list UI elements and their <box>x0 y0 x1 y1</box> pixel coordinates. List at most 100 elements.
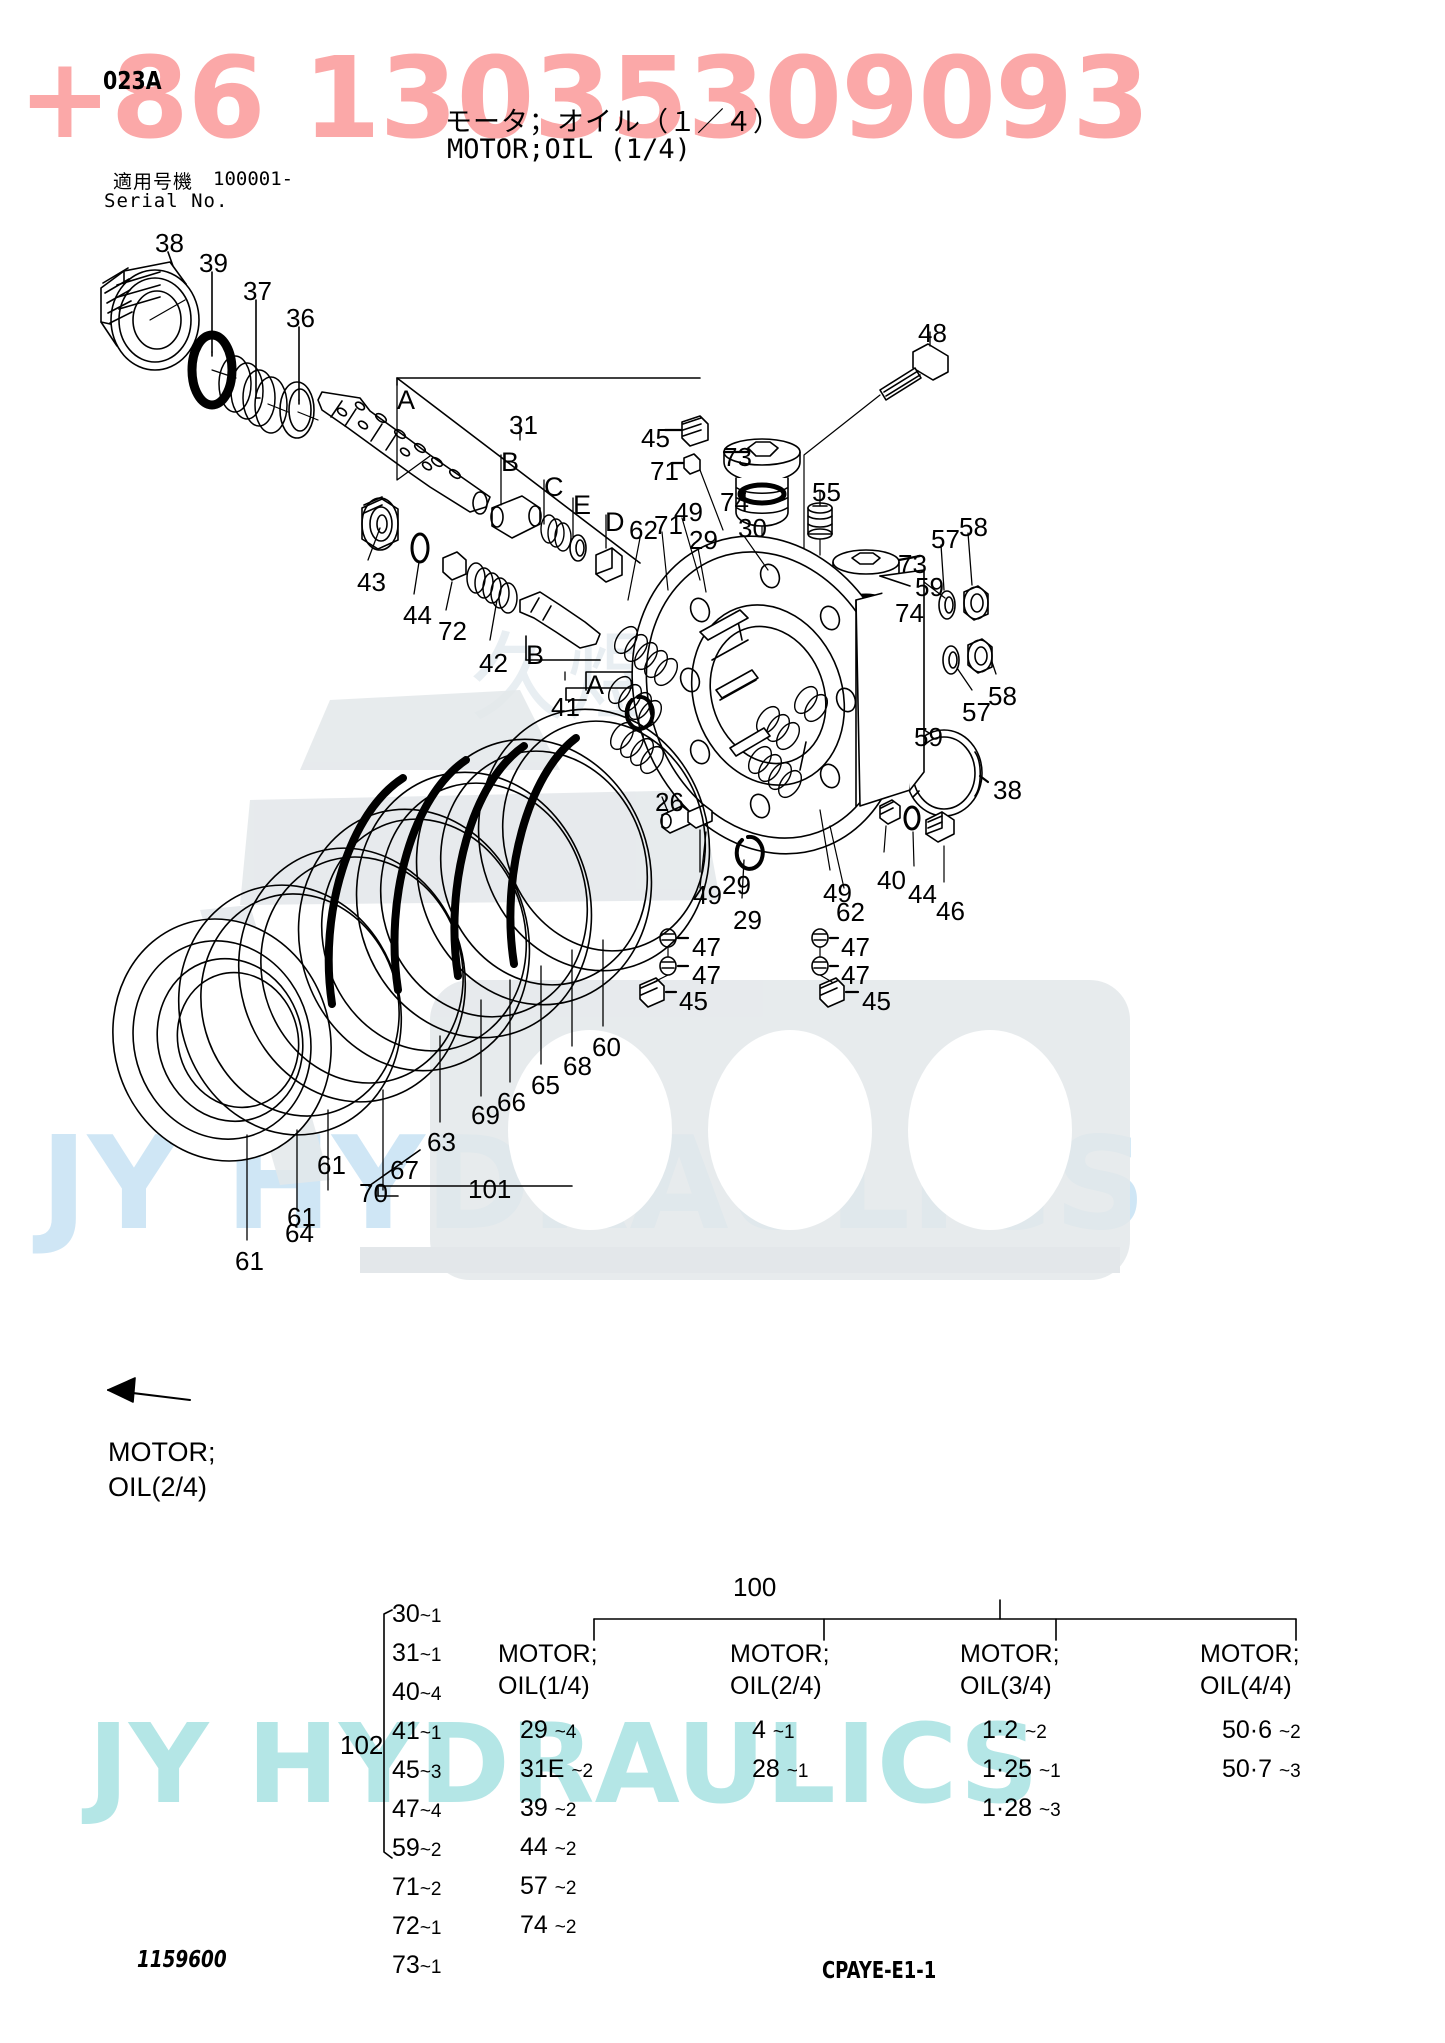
letter-callout-a: A <box>397 385 416 415</box>
kit-part-number: 74 <box>520 1911 548 1939</box>
part-callout-29: 29 <box>689 525 718 555</box>
part-callout-61: 61 <box>317 1150 346 1180</box>
kit-part-qty: ~4 <box>554 1722 577 1743</box>
part-callout-47: 47 <box>841 960 870 990</box>
part-callout-37: 37 <box>243 276 272 306</box>
kit-part-number: 30 <box>392 1600 420 1628</box>
kit-part-number: 1·2 <box>982 1716 1019 1744</box>
part-callout-63: 63 <box>427 1127 456 1157</box>
subassembly-ref-line1: MOTOR; <box>108 1437 216 1467</box>
part-callout-26: 26 <box>655 787 684 817</box>
kit-part-qty: ~2 <box>554 1878 577 1899</box>
kit-part-number: 39 <box>520 1794 548 1822</box>
part-callout-68: 68 <box>563 1051 592 1081</box>
part-callout-44: 44 <box>403 600 432 630</box>
kit-left-row: 45~3 <box>392 1752 441 1791</box>
page-title-japanese: モータ；オイル（１／４） <box>445 107 781 138</box>
letter-callout-b: B <box>526 640 545 670</box>
part-callout-47: 47 <box>841 932 870 962</box>
kit-part-number: 59 <box>392 1834 420 1862</box>
part-callout-61: 61 <box>235 1246 264 1276</box>
kit-part-number: 57 <box>520 1872 548 1900</box>
kit-part-qty: ~1 <box>419 1606 442 1627</box>
part-callout-55: 55 <box>812 477 841 507</box>
part-callout-65: 65 <box>531 1070 560 1100</box>
kit-group-row: 29 ~4 <box>498 1712 598 1751</box>
kit-left-group-label: 102 <box>340 1730 384 1760</box>
kit-part-number: 50·7 <box>1222 1755 1273 1783</box>
part-callout-70: 70 <box>359 1178 388 1208</box>
serial-label-english: Serial No. <box>104 190 229 212</box>
kit-part-number: 45 <box>392 1756 420 1784</box>
part-callout-58: 58 <box>988 681 1017 711</box>
kit-part-number: 41 <box>392 1717 420 1745</box>
kit-left-row: 71~2 <box>392 1869 441 1908</box>
part-callout-69: 69 <box>471 1100 500 1130</box>
part-callout-38: 38 <box>155 228 184 258</box>
part-callout-43: 43 <box>357 567 386 597</box>
part-callout-45: 45 <box>679 986 708 1016</box>
part-callout-57: 57 <box>931 524 960 554</box>
kit-part-qty: ~1 <box>772 1722 795 1743</box>
kit-part-number: 73 <box>392 1951 420 1979</box>
part-callout-59: 59 <box>915 572 944 602</box>
letter-callout-b: B <box>501 447 520 477</box>
part-callout-58: 58 <box>959 512 988 542</box>
kit-group-row: 28 ~1 <box>730 1751 830 1790</box>
kit-left-row: 72~1 <box>392 1908 441 1947</box>
kit-part-qty: ~1 <box>419 1918 442 1939</box>
part-callout-60: 60 <box>592 1032 621 1062</box>
kit-part-number: 40 <box>392 1678 420 1706</box>
part-callout-74: 74 <box>720 487 749 517</box>
kit-group-row: 74 ~2 <box>498 1907 598 1946</box>
part-callout-73: 73 <box>898 549 927 579</box>
serial-label-japanese: 適用号機 <box>113 171 194 193</box>
kit-part-number: 50·6 <box>1222 1716 1273 1744</box>
part-callout-39: 39 <box>199 248 228 278</box>
kit-part-qty: ~4 <box>419 1684 442 1705</box>
kit-group-heading-line2: OIL(1/4) <box>498 1672 590 1700</box>
part-callout-45: 45 <box>862 986 891 1016</box>
kit-part-number: 28 <box>752 1755 780 1783</box>
kit-group-row: 39 ~2 <box>498 1790 598 1829</box>
part-callout-40: 40 <box>877 865 906 895</box>
kit-group-heading: MOTOR;OIL(2/4) <box>730 1638 830 1702</box>
kit-part-qty: ~2 <box>554 1800 577 1821</box>
part-callout-49: 49 <box>674 497 703 527</box>
document-number: 1159600 <box>137 1947 227 1973</box>
part-callout-48: 48 <box>918 318 947 348</box>
part-callout-41: 41 <box>551 692 580 722</box>
kit-part-qty: ~2 <box>554 1917 577 1938</box>
subassembly-ref-line2: OIL(2/4) <box>108 1472 208 1502</box>
sheet-code: CPAYE-E1-1 <box>822 1958 937 1984</box>
kit-group-row: 1·25 ~1 <box>960 1751 1061 1790</box>
part-callout-47: 47 <box>692 960 721 990</box>
kit-row-spacer <box>766 1716 773 1744</box>
kit-part-number: 31 <box>392 1639 420 1667</box>
part-callout-74: 74 <box>895 598 924 628</box>
kit-part-number: 71 <box>392 1873 420 1901</box>
kit-part-qty: ~2 <box>419 1840 442 1861</box>
kit-row-spacer <box>1272 1755 1279 1783</box>
part-callout-64: 64 <box>285 1218 314 1248</box>
part-callout-36: 36 <box>286 303 315 333</box>
kit-group-row: 50·6 ~2 <box>1200 1712 1301 1751</box>
kit-group-row: 1·28 ~3 <box>960 1790 1061 1829</box>
kit-row-spacer <box>548 1716 555 1744</box>
kit-group-heading-line1: MOTOR; <box>498 1640 598 1668</box>
letter-callout-d: D <box>605 507 625 537</box>
kit-right-group-label: 100 <box>733 1572 777 1602</box>
part-callout-29: 29 <box>733 905 762 935</box>
kit-row-spacer <box>1272 1716 1279 1744</box>
kit-part-number: 29 <box>520 1716 548 1744</box>
kit-group-row: 57 ~2 <box>498 1868 598 1907</box>
kit-part-qty: ~3 <box>1279 1761 1301 1782</box>
kit-row-spacer <box>548 1911 555 1939</box>
kit-group-row: 4 ~1 <box>730 1712 830 1751</box>
kit-part-qty: ~1 <box>419 1957 442 1978</box>
kit-row-spacer <box>1032 1755 1039 1783</box>
